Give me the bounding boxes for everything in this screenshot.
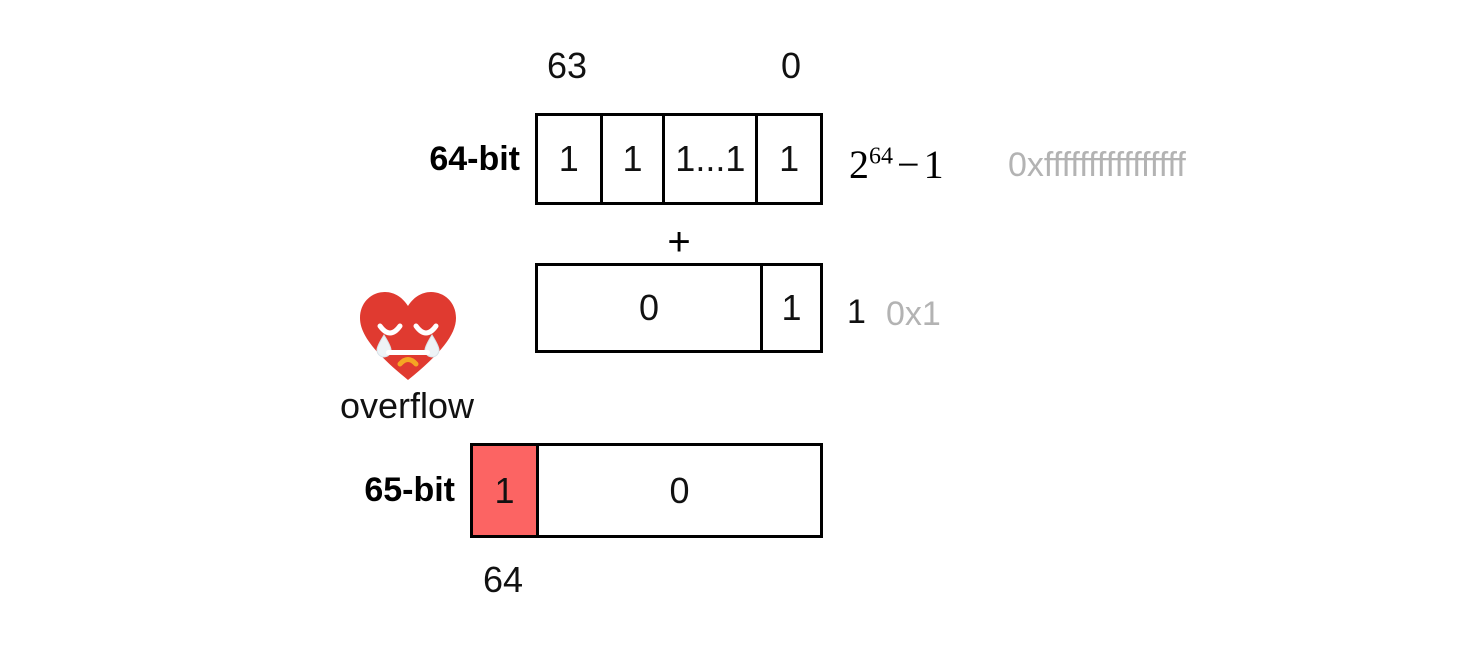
- row-label-65-bit: 65-bit: [364, 471, 455, 509]
- overflow-caption: overflow: [339, 385, 475, 426]
- bit-cell[interactable]: 0: [538, 266, 763, 350]
- bit-index-carry-64: 64: [482, 559, 524, 600]
- bit-index-msb-63: 63: [546, 45, 588, 86]
- hex-value-64-bit: 0xffffffffffffffff: [1008, 146, 1186, 184]
- hex-value-addend: 0x1: [886, 295, 941, 333]
- bit-cell[interactable]: 1...1: [665, 116, 759, 202]
- bit-row-64-bit: 1 1 1...1 1: [535, 113, 823, 205]
- bit-cell[interactable]: 1: [538, 116, 603, 202]
- bit-row-65-bit: 1 0: [470, 443, 823, 538]
- bit-cell[interactable]: 1: [758, 116, 820, 202]
- operand: 1: [923, 142, 944, 187]
- bit-cell[interactable]: 1: [763, 266, 820, 350]
- value-expression-64-bit: 264−1: [849, 145, 944, 185]
- row-label-64-bit: 64-bit: [429, 140, 520, 178]
- bit-cell-overflow[interactable]: 1: [473, 446, 539, 535]
- crying-heart-icon: [358, 290, 458, 380]
- power-exponent: 64: [869, 143, 893, 170]
- bit-cell[interactable]: 0: [538, 446, 820, 535]
- bit-index-lsb-0: 0: [780, 45, 802, 86]
- power-base: 2: [849, 142, 869, 187]
- bit-cell[interactable]: 1: [602, 116, 666, 202]
- minus-operator: −: [897, 142, 920, 187]
- plus-operator-symbol: +: [667, 220, 691, 264]
- decimal-value-addend: 1: [847, 293, 866, 331]
- bit-row-addend: 0 1: [535, 263, 823, 353]
